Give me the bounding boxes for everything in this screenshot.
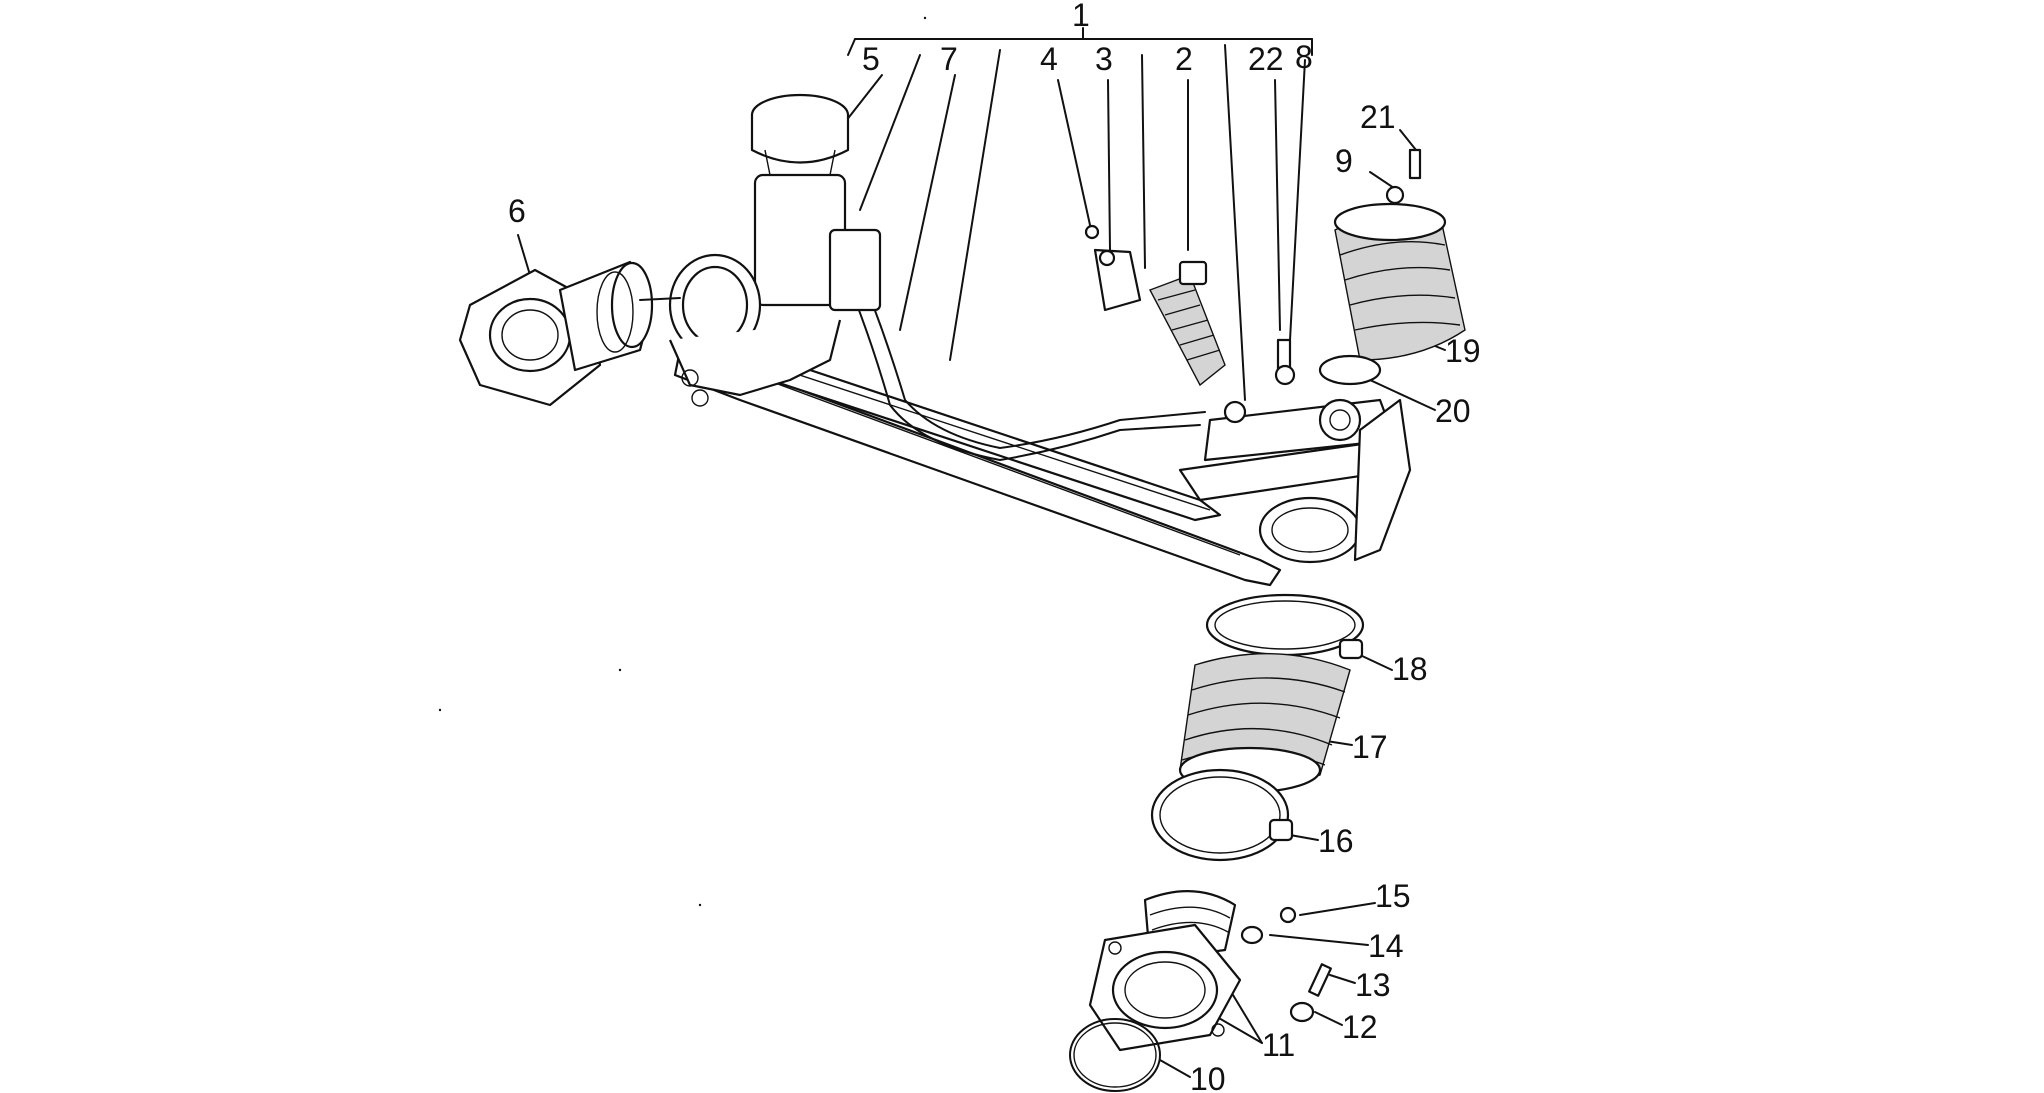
callout-9: 9 bbox=[1335, 143, 1353, 179]
callout-labels: 1 2 3 4 5 6 7 8 9 10 11 12 13 14 15 16 1… bbox=[508, 0, 1481, 1093]
bracket-part-3 bbox=[1084, 224, 1142, 312]
callout-7: 7 bbox=[940, 41, 958, 77]
callout-15: 15 bbox=[1375, 878, 1411, 914]
o-ring-10 bbox=[1069, 1018, 1161, 1092]
callout-16: 16 bbox=[1318, 823, 1354, 859]
stray-marks bbox=[438, 16, 927, 907]
callout-3: 3 bbox=[1095, 41, 1113, 77]
callout-12: 12 bbox=[1342, 1009, 1378, 1045]
callout-21: 21 bbox=[1360, 99, 1396, 135]
crossmember-frame bbox=[673, 214, 1282, 587]
callout-22: 22 bbox=[1248, 41, 1284, 77]
callout-20: 20 bbox=[1435, 393, 1471, 429]
callout-17: 17 bbox=[1352, 729, 1388, 765]
injector bbox=[1149, 260, 1226, 387]
callout-14: 14 bbox=[1368, 928, 1404, 964]
outlet-flange-11 bbox=[1088, 890, 1242, 1052]
throttle-body-right bbox=[1178, 338, 1412, 564]
air-bellows-19 bbox=[1274, 148, 1466, 386]
inlet-flange-left bbox=[458, 260, 681, 407]
callout-11: 11 bbox=[1262, 1027, 1295, 1063]
callout-19: 19 bbox=[1445, 333, 1481, 369]
callout-8: 8 bbox=[1295, 39, 1313, 75]
callout-13: 13 bbox=[1355, 967, 1391, 1003]
fasteners-12-15 bbox=[1240, 906, 1332, 1023]
callout-1: 1 bbox=[1072, 0, 1090, 33]
clamp-16 bbox=[1150, 768, 1294, 862]
leader-lines bbox=[517, 44, 1446, 1078]
callout-6: 6 bbox=[508, 193, 526, 229]
callout-5: 5 bbox=[862, 41, 880, 77]
clamp-18 bbox=[1205, 593, 1365, 660]
throttle-body-left bbox=[668, 93, 882, 407]
callout-4: 4 bbox=[1040, 41, 1058, 77]
callout-2: 2 bbox=[1175, 41, 1193, 77]
callout-10: 10 bbox=[1190, 1061, 1226, 1093]
callout-1-bracket bbox=[847, 27, 1313, 56]
callout-18: 18 bbox=[1392, 651, 1428, 687]
